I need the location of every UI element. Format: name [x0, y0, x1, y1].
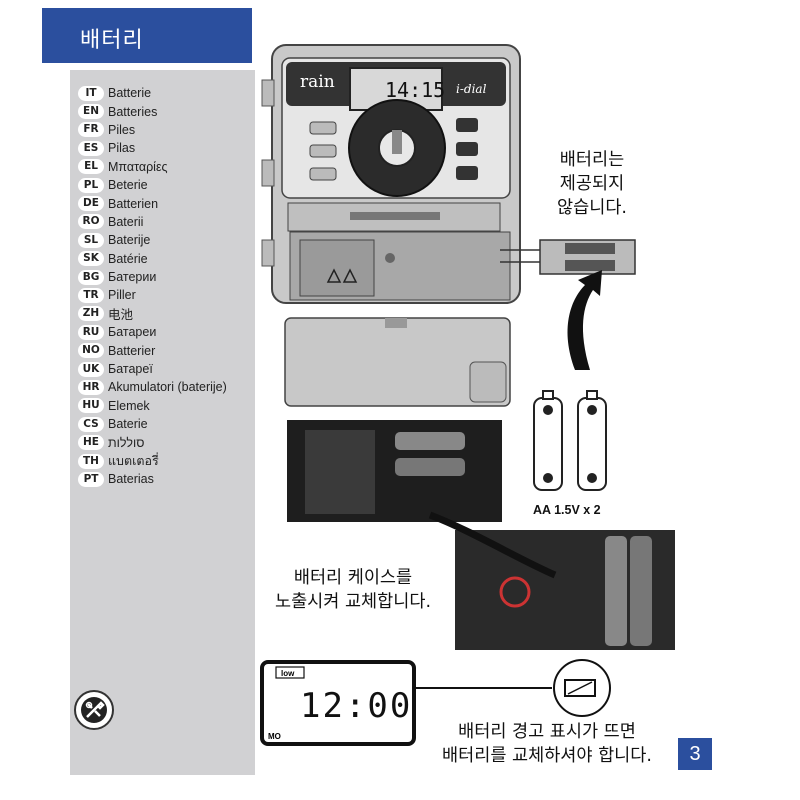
note-line: 제공되지 — [559, 174, 625, 194]
instruction-line: 배터리 케이스를 — [293, 568, 413, 588]
not-supplied-note: 배터리는 제공되지 않습니다. — [542, 148, 642, 220]
language-word: Baterije — [108, 233, 151, 248]
language-item: TR Piller — [78, 286, 227, 304]
language-code: PT — [78, 471, 104, 487]
page-title: 배터리 — [42, 8, 252, 63]
language-item: UK Батареї — [78, 360, 227, 378]
low-display-time: 12:00 — [300, 686, 413, 726]
instruction-line: 노출시켜 교체합니다. — [274, 592, 432, 612]
language-word: Baterias — [108, 472, 154, 487]
low-display-frame — [260, 660, 416, 746]
language-item: NO Batterier — [78, 341, 227, 359]
language-item: RO Baterii — [78, 213, 227, 231]
language-item: FR Piles — [78, 121, 227, 139]
language-word: Μπαταρίες — [108, 159, 168, 174]
language-word: Piles — [108, 122, 136, 137]
low-display-day: MO — [268, 732, 281, 741]
instruction-line: 배터리 경고 표시가 뜨면 — [458, 722, 636, 742]
language-item: ZH 电池 — [78, 305, 227, 323]
language-item: HE סוללות — [78, 433, 227, 451]
note-line: 않습니다. — [557, 198, 627, 218]
language-word: แบตเตอรี่ — [108, 454, 159, 469]
language-item: HU Elemek — [78, 397, 227, 415]
low-indicator-frame — [275, 666, 305, 679]
language-item: SL Baterije — [78, 231, 227, 249]
language-item: IT Batterie — [78, 84, 227, 102]
language-word: Batérie — [108, 251, 148, 266]
tools-icon — [74, 690, 114, 730]
language-code: CS — [78, 416, 104, 432]
aa-battery-icon — [533, 390, 607, 491]
controller-model: i-dial — [456, 82, 487, 96]
language-word: Батерии — [108, 270, 157, 285]
page-number: 3 — [678, 738, 712, 770]
language-code: EL — [78, 159, 104, 175]
language-word: 电池 — [108, 308, 134, 323]
language-word: Батареи — [108, 325, 157, 340]
controller-display-time: 14:15 — [385, 78, 446, 102]
language-item: SK Batérie — [78, 250, 227, 268]
language-item: EL Μπαταρίες — [78, 158, 227, 176]
language-item: PT Baterias — [78, 470, 227, 488]
language-code: DE — [78, 196, 104, 212]
language-item: RU Батареи — [78, 323, 227, 341]
language-word: Batterie — [108, 86, 152, 101]
language-code: ZH — [78, 306, 104, 322]
case-photo — [428, 511, 675, 650]
case-instruction: 배터리 케이스를 노출시켜 교체합니다. — [238, 566, 468, 614]
language-code: ES — [78, 140, 104, 156]
arrow-icon — [567, 270, 602, 370]
controller-illustration — [261, 44, 521, 304]
compartment-photo — [287, 420, 502, 522]
language-word: Baterii — [108, 214, 144, 229]
language-word: Pilas — [108, 141, 136, 156]
language-word: Baterie — [108, 417, 148, 432]
language-code: HU — [78, 398, 104, 414]
language-item: TH แบตเตอรี่ — [78, 452, 227, 470]
language-word: סוללות — [108, 435, 145, 450]
controller-brand: rain — [300, 72, 335, 92]
battery-pack-icon — [500, 239, 636, 275]
language-word: Elemek — [108, 398, 150, 413]
battery-spec: AA 1.5V x 2 — [533, 503, 601, 517]
language-code: SL — [78, 232, 104, 248]
language-code: FR — [78, 122, 104, 138]
language-word: Batterier — [108, 343, 156, 358]
language-item: BG Батерии — [78, 268, 227, 286]
language-code: RO — [78, 214, 104, 230]
language-code: TR — [78, 287, 104, 303]
language-code: HE — [78, 435, 104, 451]
note-line: 배터리는 — [559, 150, 625, 170]
language-code: SK — [78, 251, 104, 267]
language-code: EN — [78, 104, 104, 120]
language-code: BG — [78, 269, 104, 285]
language-code: IT — [78, 85, 104, 101]
language-item: HR Akumulatori (baterije) — [78, 378, 227, 396]
language-item: CS Baterie — [78, 415, 227, 433]
language-list: IT Batterie EN Batteries FR Piles ES Pilas E… — [78, 84, 227, 489]
language-word: Batteries — [108, 104, 158, 119]
language-code: HR — [78, 379, 104, 395]
language-item: DE Batterien — [78, 194, 227, 212]
warning-instruction: 배터리 경고 표시가 뜨면 배터리를 교체하셔야 합니다. — [412, 720, 682, 768]
instruction-line: 배터리를 교체하셔야 합니다. — [442, 746, 652, 766]
language-code: NO — [78, 343, 104, 359]
language-word: Батареї — [108, 362, 153, 377]
language-word: Akumulatori (baterije) — [108, 380, 227, 395]
language-item: PL Beterie — [78, 176, 227, 194]
language-word: Batterien — [108, 196, 159, 211]
language-word: Beterie — [108, 178, 148, 193]
language-code: TH — [78, 453, 104, 469]
language-item: ES Pilas — [78, 139, 227, 157]
language-item: EN Batteries — [78, 102, 227, 120]
language-code: PL — [78, 177, 104, 193]
language-word: Piller — [108, 288, 136, 303]
language-code: RU — [78, 324, 104, 340]
language-code: UK — [78, 361, 104, 377]
low-indicator: low — [281, 669, 295, 678]
low-battery-icon — [553, 659, 611, 717]
cover-illustration — [284, 317, 511, 407]
